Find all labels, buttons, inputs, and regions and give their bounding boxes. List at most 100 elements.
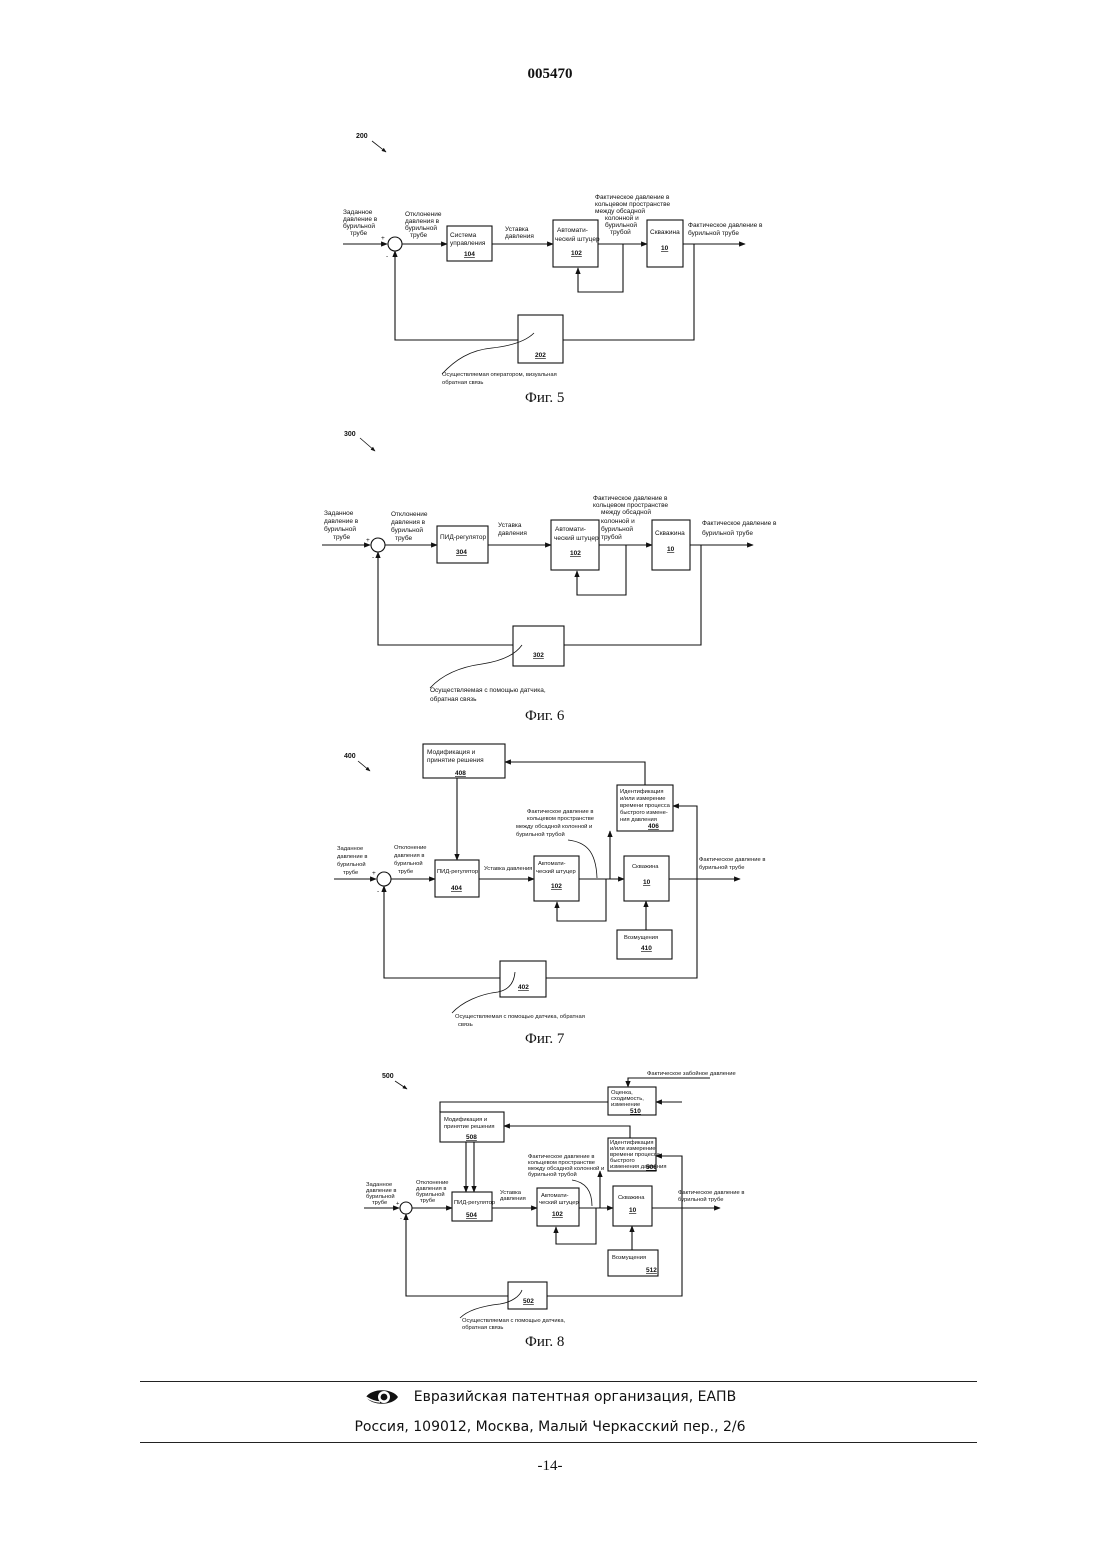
fig7-identification-label: Идентификация bbox=[620, 789, 663, 795]
fig8-id-to-modification-arrow bbox=[504, 1126, 630, 1138]
fig8-disturbance-number: 512 bbox=[646, 1267, 657, 1274]
fig6-choke-number: 102 bbox=[570, 550, 581, 557]
fig6-input-label: Заданное bbox=[324, 510, 354, 517]
figure-8: 500 Фактическое забойное давление Оценка… bbox=[364, 1070, 744, 1350]
fig6-ref-arrow bbox=[360, 438, 375, 451]
fig8-choke-label: Автомати- bbox=[541, 1193, 569, 1199]
fig6-feedback-leader bbox=[430, 645, 522, 688]
fig6-feedback-return-arrow bbox=[378, 552, 513, 645]
fig7-choke-label: Автомати- bbox=[538, 861, 566, 867]
fig7-input-label: давление в bbox=[337, 854, 368, 860]
fig5-control-system-label: управления bbox=[450, 240, 486, 247]
fig6-annulus-label: кольцевом пространстве bbox=[593, 502, 669, 509]
fig8-deviation-label: бурильной bbox=[416, 1191, 445, 1198]
fig7-deviation-label: Отклонение bbox=[394, 845, 427, 851]
fig6-choke-label: Автомати- bbox=[555, 526, 586, 533]
fig5-deviation-label: давления в bbox=[405, 218, 440, 225]
fig6-well-box bbox=[652, 520, 690, 570]
fig5-annulus-label: колонной и bbox=[605, 214, 639, 222]
fig7-feedback-label: Осуществляемая с помощью датчика, обратн… bbox=[455, 1014, 585, 1020]
fig8-feedback-return-arrow bbox=[406, 1214, 508, 1296]
fig6-setpoint-label: давления bbox=[498, 530, 527, 537]
fig6-feedback-number: 302 bbox=[533, 652, 544, 659]
fig8-modification-label: Модификация и bbox=[444, 1117, 487, 1123]
fig8-estimation-number: 510 bbox=[630, 1108, 641, 1115]
fig5-input-label: Заданное bbox=[343, 209, 373, 216]
figure-6: 300 Заданное давление в бурильной трубе … bbox=[322, 431, 777, 724]
footer-top-rule bbox=[140, 1381, 977, 1382]
fig6-pid-box bbox=[437, 526, 488, 563]
fig6-pid-label: ПИД-регулятор bbox=[440, 534, 486, 541]
fig7-ref-number: 400 bbox=[344, 753, 356, 760]
fig8-feedback-label: обратная связь bbox=[462, 1325, 503, 1331]
fig5-annulus-label: кольцевом пространстве bbox=[595, 201, 671, 208]
fig8-estimation-link bbox=[440, 1102, 608, 1112]
fig5-ref-arrow bbox=[372, 141, 386, 152]
fig6-annulus-label: бурильной bbox=[601, 525, 633, 533]
fig6-deviation-label: давления в bbox=[391, 519, 426, 526]
fig7-caption: Фиг. 7 bbox=[525, 1031, 565, 1047]
fig7-pid-number: 404 bbox=[451, 885, 462, 892]
fig7-feedback-return-arrow bbox=[384, 886, 500, 978]
fig7-modification-label: Модификация и bbox=[427, 749, 476, 756]
fig5-deviation-label: бурильной bbox=[405, 224, 437, 232]
footer-address: Россия, 109012, Москва, Малый Черкасский… bbox=[0, 1419, 1100, 1435]
fig8-identification-number: 506 bbox=[646, 1164, 657, 1171]
figure-7: 400 Модификация и принятие решения 408 И… bbox=[334, 744, 765, 1047]
fig5-setpoint-label: Уставка bbox=[505, 226, 529, 233]
fig8-output-label: бурильной трубе bbox=[678, 1196, 723, 1203]
fig6-feedback-label: Осуществляемая с помощью датчика, bbox=[430, 687, 546, 694]
fig5-feedback-number: 202 bbox=[535, 352, 546, 359]
fig7-ref-arrow bbox=[358, 761, 370, 771]
fig8-minus-sign: - bbox=[400, 1216, 402, 1222]
fig8-setpoint-label: давления bbox=[500, 1196, 526, 1202]
fig8-input-label: бурильной bbox=[366, 1193, 395, 1200]
fig5-annulus-label: бурильной bbox=[605, 221, 637, 229]
fig8-input-label: трубе bbox=[372, 1200, 387, 1206]
fig6-minus-sign: - bbox=[372, 554, 374, 561]
fig7-deviation-label: бурильной bbox=[394, 860, 423, 867]
fig8-feedback-number: 502 bbox=[523, 1298, 534, 1305]
fig7-annulus-label: Фактическое давление в bbox=[527, 809, 593, 815]
fig6-input-label: давление в bbox=[324, 518, 359, 525]
fig7-disturbance-number: 410 bbox=[641, 945, 652, 952]
fig8-choke-label: ческий штуцер bbox=[539, 1199, 579, 1206]
fig8-annulus-label: бурильной трубой bbox=[528, 1171, 577, 1178]
fig8-pid-number: 504 bbox=[466, 1212, 477, 1219]
fig6-input-label: трубе bbox=[333, 533, 350, 541]
fig6-deviation-label: Отклонение bbox=[391, 511, 428, 518]
fig6-choke-label: ческий штуцер bbox=[554, 534, 599, 542]
fig7-feedback-number: 402 bbox=[518, 984, 529, 991]
fig5-choke-number: 102 bbox=[571, 250, 582, 257]
fig5-input-label: бурильной bbox=[343, 222, 375, 230]
fig5-deviation-label: трубе bbox=[410, 231, 427, 239]
fig7-modification-label: принятие решения bbox=[427, 757, 484, 764]
fig7-disturbance-label: Возмущения bbox=[624, 935, 658, 941]
fig8-caption: Фиг. 8 bbox=[525, 1334, 564, 1350]
fig5-setpoint-label: давления bbox=[505, 233, 534, 240]
fig6-annulus-label: колонной и bbox=[601, 517, 635, 525]
fig5-well-number: 10 bbox=[661, 245, 669, 252]
footer-org-name: Евразийская патентная организация, ЕАПВ bbox=[414, 1389, 736, 1405]
fig5-output-label: бурильной трубе bbox=[688, 229, 739, 237]
fig6-well-label: Скважина bbox=[655, 530, 685, 537]
fig6-setpoint-label: Уставка bbox=[498, 522, 522, 529]
fig5-input-label: давление в bbox=[343, 216, 378, 223]
fig7-identification-label: времени процесса bbox=[620, 803, 671, 809]
fig8-well-box bbox=[613, 1186, 652, 1226]
fig6-output-label: Фактическое давление в bbox=[702, 520, 777, 527]
fig5-control-system-number: 104 bbox=[464, 251, 475, 258]
fig7-output-label: бурильной трубе bbox=[699, 864, 744, 871]
fig7-feedback-label: связь bbox=[458, 1022, 473, 1028]
fig7-summing-junction bbox=[377, 872, 391, 886]
fig5-well-box bbox=[647, 220, 683, 267]
fig7-choke-number: 102 bbox=[551, 883, 562, 890]
fig8-output-label: Фактическое давление в bbox=[678, 1190, 744, 1196]
fig6-ref-number: 300 bbox=[344, 431, 356, 438]
fig6-plus-sign: + bbox=[366, 537, 370, 544]
fig5-summing-junction bbox=[388, 237, 402, 251]
fig5-minus-sign: - bbox=[386, 253, 388, 260]
fig7-identification-label: и/или измерение bbox=[620, 796, 666, 802]
fig6-annulus-label: между обсадной bbox=[601, 508, 651, 516]
fig8-identification-label: изменения давления bbox=[610, 1164, 666, 1170]
